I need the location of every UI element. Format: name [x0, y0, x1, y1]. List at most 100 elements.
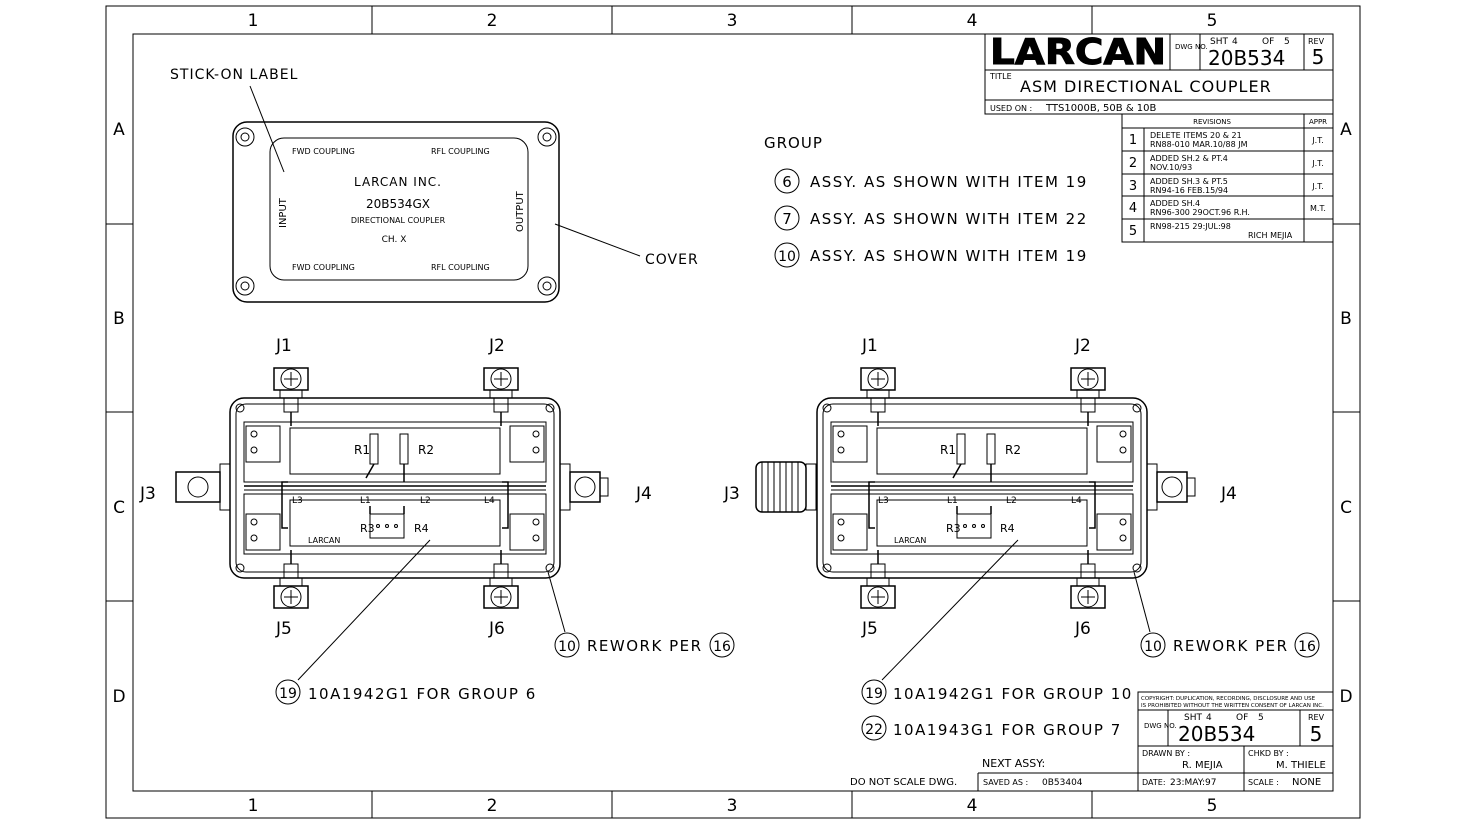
- fwd-coupling-bottom: FWD COUPLING: [292, 263, 355, 272]
- bottom-sheet-value: 4: [1206, 713, 1212, 723]
- fwd-coupling-top: FWD COUPLING: [292, 147, 355, 156]
- assembly-right: J3 J1 J2 J4 J5 J6 R1 R2 R3 R4 L3 L1 L2 L…: [723, 336, 1237, 681]
- left-r3: R3: [360, 522, 375, 535]
- revision-4-number: 4: [1129, 201, 1137, 216]
- revisions-header: REVISIONS: [1193, 118, 1231, 126]
- right-j5: J5: [861, 619, 878, 639]
- item-right-1-text: 10A1942G1 FOR GROUP 10: [893, 685, 1133, 703]
- rev-label: REV: [1308, 37, 1325, 46]
- revision-3-approval: J.T.: [1311, 182, 1323, 191]
- item-notes-right: 19 10A1942G1 FOR GROUP 10 22 10A1943G1 F…: [861, 679, 1133, 741]
- revision-5-number: 5: [1129, 224, 1137, 239]
- rework-right-text: REWORK PER: [1173, 637, 1289, 655]
- group-heading: GROUP: [764, 134, 823, 152]
- scale-value: NONE: [1292, 777, 1321, 788]
- group-6-text: ASSY. AS SHOWN WITH ITEM 19: [810, 173, 1088, 191]
- item-note-left: 19 10A1942G1 FOR GROUP 6: [275, 679, 535, 705]
- right-r3: R3: [946, 522, 961, 535]
- right-j3: J3: [723, 484, 740, 504]
- grid-col-top-3: 3: [727, 11, 738, 31]
- label-output: OUTPUT: [515, 190, 526, 232]
- date-label: DATE:: [1142, 778, 1166, 787]
- rework-right-ref: 16: [1298, 639, 1316, 655]
- bottom-sheet-label: SHT: [1184, 713, 1202, 723]
- revision-1-number: 1: [1129, 133, 1137, 148]
- right-r1: R1: [940, 443, 956, 457]
- left-j2: J2: [488, 336, 505, 356]
- right-l2: L2: [1006, 496, 1017, 506]
- left-larcan-mark: LARCAN: [308, 536, 340, 545]
- drawing-title: ASM DIRECTIONAL COUPLER: [1020, 77, 1272, 96]
- rework-left-num: 10: [558, 639, 576, 655]
- revision-2-approval: J.T.: [1311, 159, 1323, 168]
- group-7-bubble: [774, 205, 800, 231]
- cover-callout: COVER: [645, 252, 699, 268]
- item-right-2-text: 10A1943G1 FOR GROUP 7: [893, 721, 1122, 739]
- sheet-value: 4: [1232, 37, 1238, 47]
- item-right-1-num: 19: [865, 686, 883, 702]
- group-10-num: 10: [778, 249, 796, 265]
- do-not-scale: DO NOT SCALE DWG.: [850, 777, 957, 788]
- title-block: LARCAN DWG NO. SHT 4 OF 5 20B534 REV 5 T…: [984, 32, 1334, 115]
- grid-row-left-a: A: [113, 120, 125, 140]
- right-r4: R4: [1000, 522, 1015, 535]
- label-company: LARCAN INC.: [354, 175, 442, 189]
- right-l4: L4: [1071, 496, 1082, 506]
- grid-row-right-c: C: [1340, 498, 1352, 518]
- cover-label: STICK-ON LABEL FWD COUPLING RFL COUPLING…: [170, 67, 699, 303]
- grid-col-bottom-4: 4: [967, 796, 978, 816]
- left-r2: R2: [418, 443, 434, 457]
- left-l1: L1: [360, 496, 371, 506]
- bottom-dwg-label: DWG NO.: [1144, 722, 1177, 730]
- revision-2-line1: ADDED SH.2 & PT.4: [1150, 154, 1228, 163]
- copyright-line-2: IS PROHIBITED WITHOUT THE WRITTEN CONSEN…: [1141, 703, 1324, 709]
- group-10-bubble: [774, 242, 800, 268]
- right-l1: L1: [947, 496, 958, 506]
- grid-col-bottom-5: 5: [1207, 796, 1218, 816]
- appr-header: APPR: [1309, 118, 1327, 126]
- revision-5-line2: RICH MEJIA: [1248, 231, 1293, 240]
- grid-row-left-d: D: [112, 687, 125, 707]
- rfl-coupling-bottom: RFL COUPLING: [431, 263, 490, 272]
- title-label: TITLE: [989, 72, 1012, 81]
- left-l2: L2: [420, 496, 431, 506]
- used-on-value: TTS1000B, 50B & 10B: [1045, 103, 1157, 114]
- saved-as-label: SAVED AS :: [983, 778, 1028, 787]
- group-6-num: 6: [782, 173, 792, 191]
- bottom-title-block: COPYRIGHT: DUPLICATION, RECORDING, DISCL…: [850, 691, 1334, 792]
- left-j5: J5: [275, 619, 292, 639]
- label-desc: DIRECTIONAL COUPLER: [351, 216, 446, 225]
- right-r2: R2: [1005, 443, 1021, 457]
- grid-row-left-b: B: [113, 309, 125, 329]
- revision-4-approval: M.T.: [1310, 204, 1326, 213]
- copyright-line-1: COPYRIGHT: DUPLICATION, RECORDING, DISCL…: [1141, 696, 1316, 702]
- drawn-by-label: DRAWN BY :: [1142, 749, 1190, 758]
- left-l4: L4: [484, 496, 495, 506]
- revision-2-line2: NOV.10/93: [1150, 163, 1192, 172]
- checked-by-label: CHKD BY :: [1248, 749, 1289, 758]
- rework-left-text: REWORK PER: [587, 637, 703, 655]
- label-ch: CH. X: [382, 235, 407, 245]
- of-label: OF: [1262, 37, 1274, 47]
- left-r4: R4: [414, 522, 429, 535]
- grid-col-bottom-3: 3: [727, 796, 738, 816]
- revision-1-approval: J.T.: [1311, 136, 1323, 145]
- sheet-label: SHT: [1210, 37, 1228, 47]
- bottom-rev-value: 5: [1310, 722, 1323, 746]
- left-j1: J1: [275, 336, 292, 356]
- left-j4: J4: [635, 484, 652, 504]
- grid-col-top-5: 5: [1207, 11, 1218, 31]
- rework-right-num: 10: [1144, 639, 1162, 655]
- group-notes: GROUP 6 ASSY. AS SHOWN WITH ITEM 19 7 AS…: [764, 134, 1088, 268]
- revision-5-line1: RN98-215 29:JUL:98: [1150, 222, 1231, 231]
- left-r1: R1: [354, 443, 370, 457]
- bottom-rev-label: REV: [1308, 713, 1325, 722]
- grid-col-top-2: 2: [487, 11, 498, 31]
- right-larcan-mark: LARCAN: [894, 536, 926, 545]
- left-l3: L3: [292, 496, 303, 506]
- grid-col-bottom-2: 2: [487, 796, 498, 816]
- right-j1: J1: [861, 336, 878, 356]
- date-value: 23:MAY:97: [1170, 778, 1217, 788]
- dwg-no-label: DWG NO.: [1175, 43, 1208, 51]
